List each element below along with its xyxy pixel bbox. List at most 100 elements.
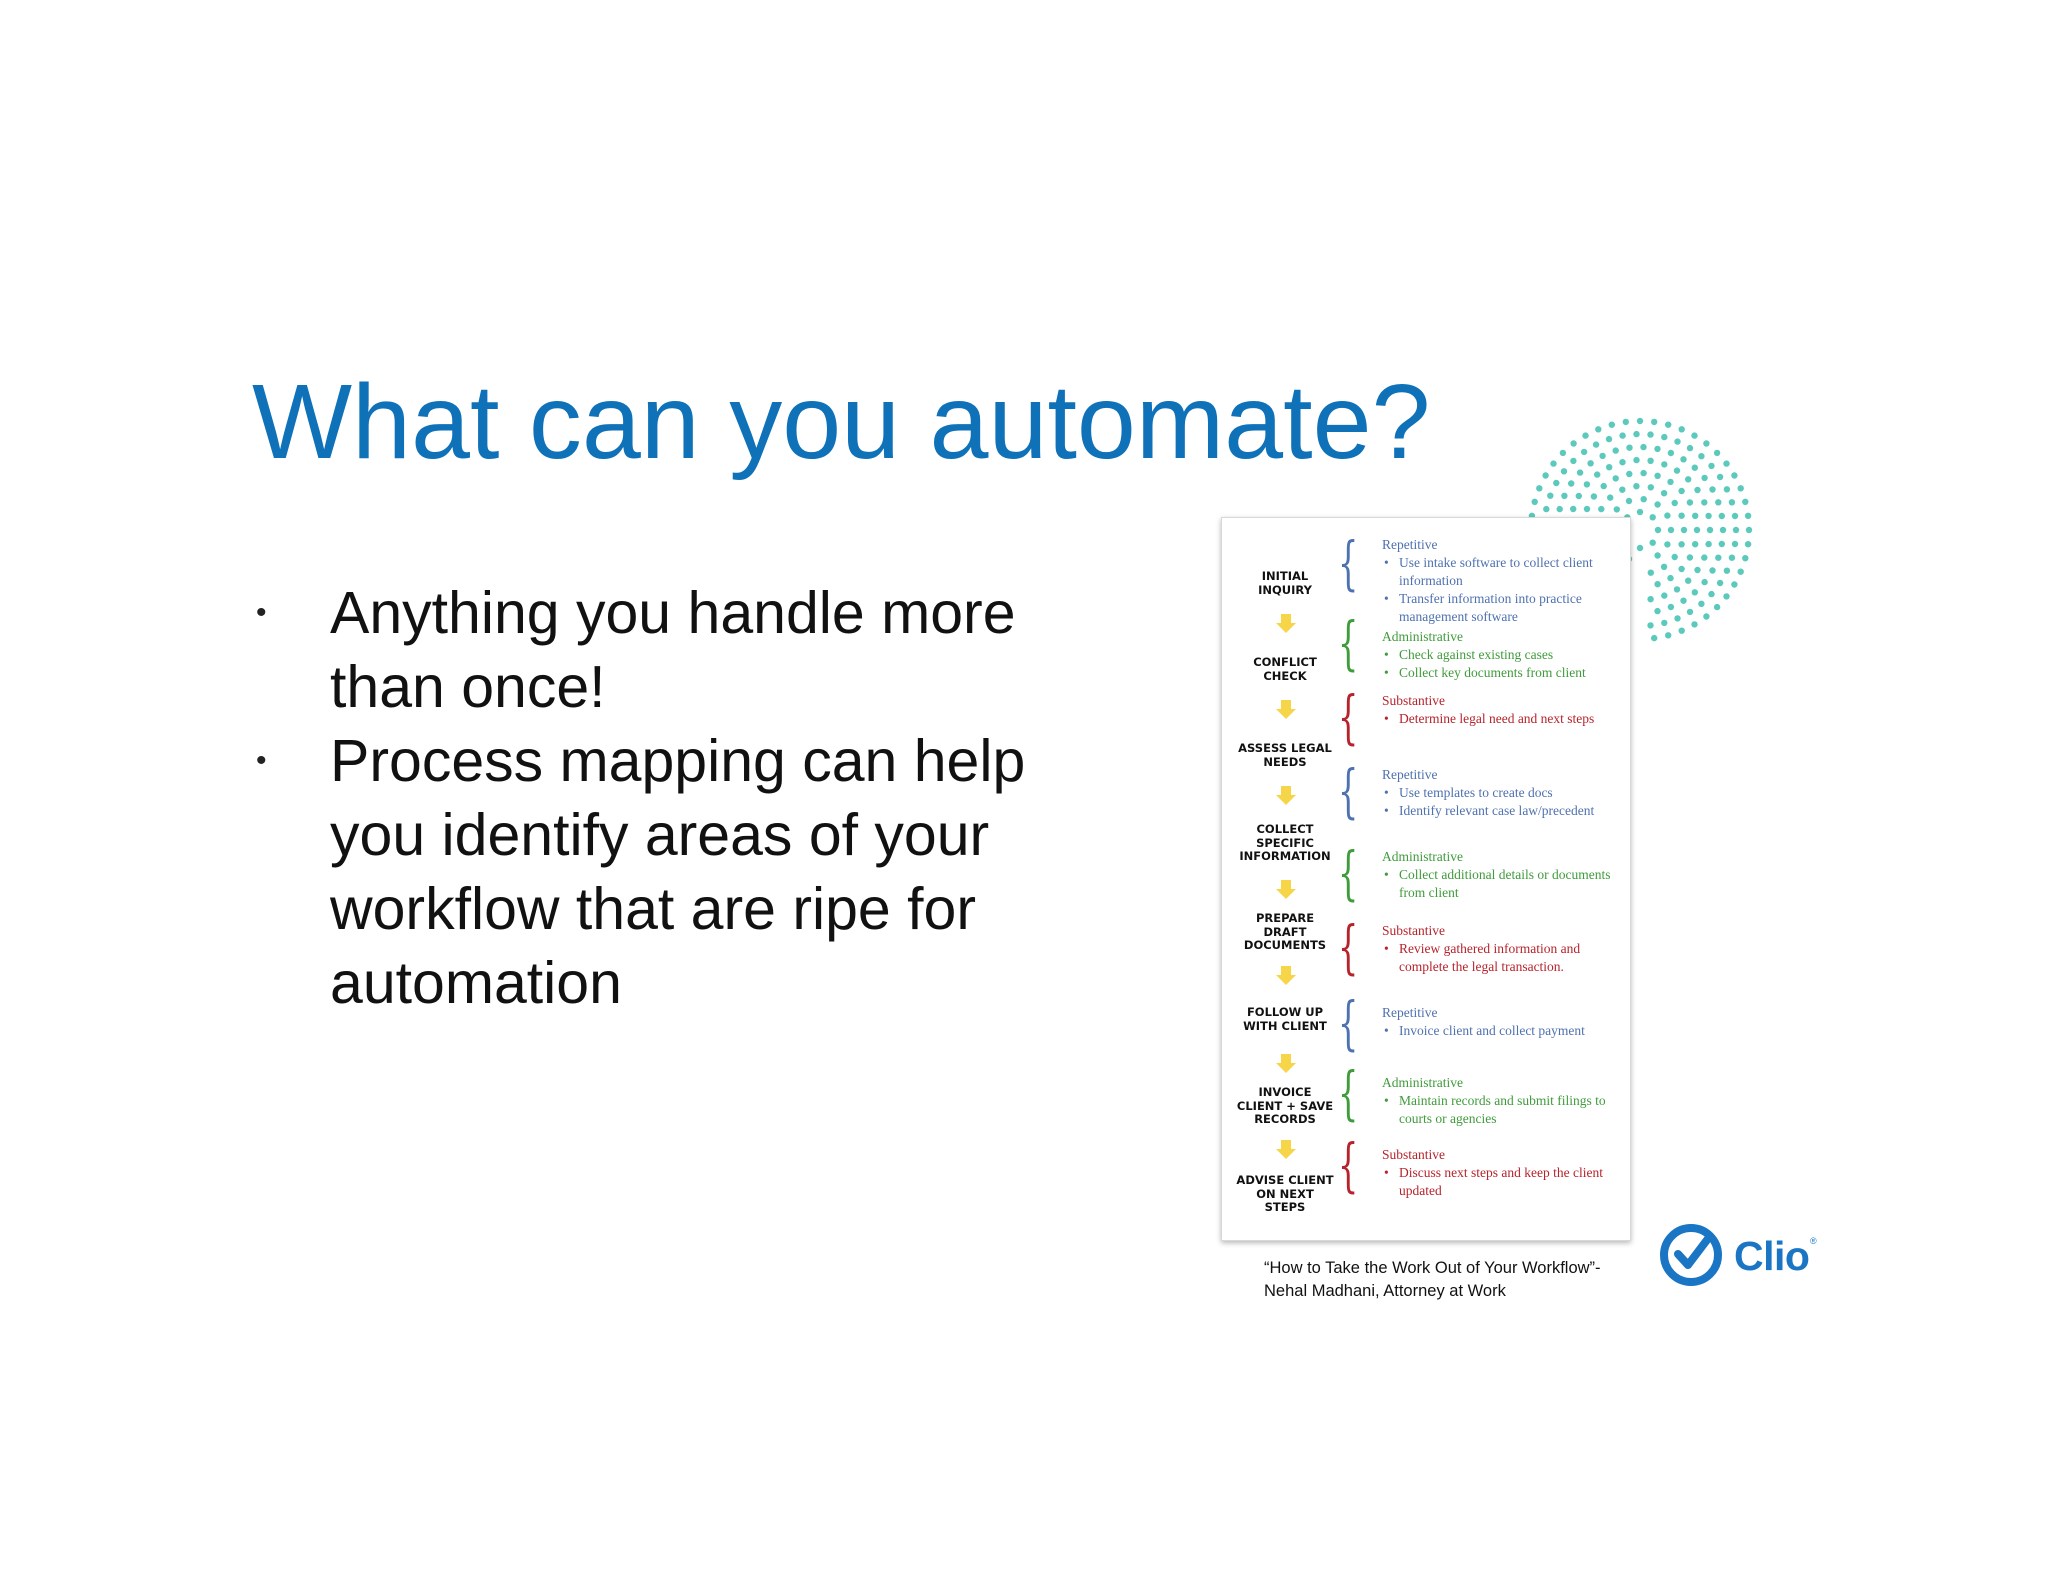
decorative-dot bbox=[1612, 447, 1619, 454]
group-item: Identify relevant case law/precedent bbox=[1382, 802, 1622, 820]
decorative-dot bbox=[1705, 540, 1712, 548]
decorative-dot bbox=[1691, 589, 1698, 596]
decorative-dot bbox=[1718, 540, 1725, 548]
decorative-dot bbox=[1723, 593, 1730, 600]
decorative-dot bbox=[1640, 469, 1647, 477]
group-item: Maintain records and submit filings to c… bbox=[1382, 1092, 1622, 1128]
decorative-dot bbox=[1550, 460, 1557, 467]
group-substantive: Substantive Review gathered information … bbox=[1382, 922, 1622, 976]
decorative-dot bbox=[1692, 512, 1699, 519]
decorative-dot bbox=[1654, 526, 1662, 534]
group-label: Repetitive bbox=[1382, 1005, 1438, 1020]
down-arrow-icon bbox=[1276, 880, 1296, 899]
decorative-dot bbox=[1575, 492, 1582, 500]
decorative-dot bbox=[1701, 474, 1708, 482]
decorative-dot bbox=[1665, 632, 1672, 639]
decorative-dot bbox=[1673, 586, 1681, 593]
group-label: Substantive bbox=[1382, 693, 1445, 708]
caption-line: Nehal Madhani, Attorney at Work bbox=[1264, 1282, 1506, 1300]
brace-icon: { bbox=[1338, 839, 1359, 907]
decorative-dot bbox=[1594, 471, 1601, 478]
decorative-dot bbox=[1531, 498, 1538, 505]
down-arrow-icon bbox=[1276, 700, 1296, 719]
decorative-dot bbox=[1580, 448, 1588, 456]
registered-mark: ® bbox=[1810, 1236, 1817, 1246]
decorative-dot bbox=[1671, 499, 1678, 507]
decorative-dot bbox=[1731, 581, 1738, 588]
decorative-dot bbox=[1619, 459, 1626, 466]
brace-icon: { bbox=[1338, 913, 1359, 981]
decorative-dot bbox=[1716, 579, 1724, 587]
decorative-dot bbox=[1654, 501, 1661, 508]
decorative-dot bbox=[1731, 512, 1739, 520]
decorative-dot bbox=[1701, 554, 1708, 561]
decorative-dot bbox=[1606, 464, 1613, 471]
decorative-dot bbox=[1674, 615, 1681, 622]
decorative-dot bbox=[1622, 418, 1629, 426]
decorative-dot bbox=[1599, 452, 1606, 460]
decorative-dot bbox=[1685, 577, 1692, 584]
step-prepare-draft-documents: PREPARE DRAFT DOCUMENTS bbox=[1243, 911, 1327, 952]
decorative-dot bbox=[1674, 438, 1681, 445]
caption-line: “How to Take the Work Out of Your Workfl… bbox=[1264, 1259, 1601, 1277]
decorative-dot bbox=[1703, 613, 1710, 620]
source-caption: “How to Take the Work Out of Your Workfl… bbox=[1264, 1257, 1624, 1303]
brace-icon: { bbox=[1338, 757, 1359, 825]
bullet-dot-icon: • bbox=[256, 744, 267, 777]
decorative-dot bbox=[1570, 457, 1577, 465]
decorative-dot bbox=[1633, 430, 1640, 438]
decorative-dot bbox=[1716, 473, 1724, 481]
decorative-dot bbox=[1640, 443, 1647, 451]
decorative-dot bbox=[1737, 485, 1744, 492]
decorative-dot bbox=[1561, 492, 1568, 499]
decorative-dot bbox=[1636, 508, 1644, 516]
group-item: Discuss next steps and keep the client u… bbox=[1382, 1164, 1622, 1200]
step-follow-up-with-client: FOLLOW UP WITH CLIENT bbox=[1243, 1005, 1327, 1033]
decorative-dot bbox=[1608, 421, 1615, 428]
decorative-dot bbox=[1633, 456, 1640, 464]
group-substantive: Substantive Determine legal need and nex… bbox=[1382, 692, 1622, 728]
group-item: Check against existing cases bbox=[1382, 646, 1622, 664]
decorative-dot bbox=[1654, 607, 1661, 615]
decorative-dot bbox=[1568, 480, 1575, 487]
decorative-dot bbox=[1654, 445, 1661, 453]
group-administrative: Administrative Check against existing ca… bbox=[1382, 628, 1622, 682]
decorative-dot bbox=[1649, 539, 1656, 546]
decorative-dot bbox=[1698, 600, 1705, 607]
decorative-dot bbox=[1691, 432, 1698, 439]
group-item: Transfer information into practice manag… bbox=[1382, 590, 1622, 626]
group-item: Use templates to create docs bbox=[1382, 784, 1622, 802]
decorative-dot bbox=[1667, 603, 1675, 611]
decorative-dot bbox=[1583, 481, 1591, 488]
decorative-dot bbox=[1731, 472, 1738, 479]
decorative-dot bbox=[1654, 581, 1661, 588]
group-substantive: Substantive Discuss next steps and keep … bbox=[1382, 1146, 1622, 1200]
decorative-dot bbox=[1590, 493, 1598, 500]
decorative-dot bbox=[1715, 499, 1722, 506]
bullet-text: Process mapping can help you identify ar… bbox=[330, 728, 1026, 1016]
group-label: Administrative bbox=[1382, 849, 1463, 864]
group-repetitive: Repetitive Invoice client and collect pa… bbox=[1382, 1004, 1622, 1040]
decorative-dot bbox=[1587, 460, 1594, 467]
brace-icon: { bbox=[1338, 609, 1359, 677]
decorative-dot bbox=[1671, 553, 1678, 561]
group-label: Administrative bbox=[1382, 1075, 1463, 1090]
step-initial-inquiry: INITIAL INQUIRY bbox=[1258, 569, 1312, 597]
decorative-dot bbox=[1713, 603, 1721, 611]
step-invoice-client-save-records: INVOICE CLIENT + SAVE RECORDS bbox=[1236, 1085, 1334, 1126]
decorative-dot bbox=[1706, 526, 1714, 534]
decorative-dot bbox=[1678, 541, 1685, 548]
decorative-dot bbox=[1680, 597, 1687, 604]
decorative-dot bbox=[1678, 512, 1685, 519]
decorative-dot bbox=[1595, 426, 1602, 433]
decorative-dot bbox=[1626, 444, 1633, 451]
decorative-dot bbox=[1647, 457, 1654, 464]
decorative-dot bbox=[1713, 449, 1721, 457]
slide-title: What can you automate? bbox=[252, 363, 1431, 481]
decorative-dot bbox=[1536, 485, 1543, 492]
decorative-dot bbox=[1678, 487, 1685, 495]
decorative-dot bbox=[1723, 486, 1731, 493]
group-item: Use intake software to collect client in… bbox=[1382, 554, 1622, 590]
decorative-dot bbox=[1667, 449, 1675, 457]
decorative-dot bbox=[1660, 490, 1668, 497]
